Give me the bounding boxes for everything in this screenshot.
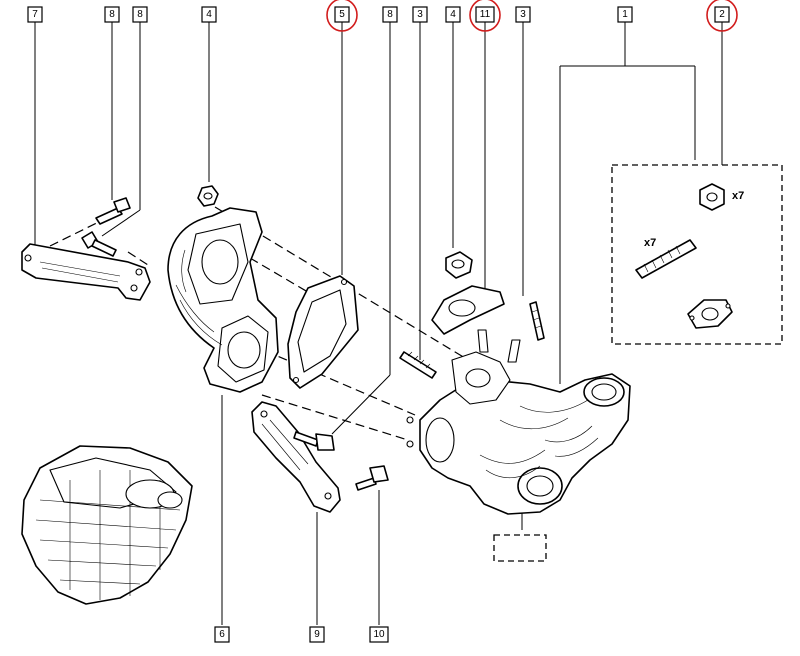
- svg-text:5: 5: [339, 9, 345, 20]
- heat-shield-part-11: [431, 285, 505, 335]
- svg-text:3: 3: [520, 9, 526, 20]
- kit-stud-icon: [635, 239, 697, 279]
- callout-1: 1: [617, 6, 633, 23]
- callout-6: 6: [214, 626, 230, 643]
- callout-3-b: 3: [515, 6, 531, 23]
- dashed-reference-box: [493, 534, 547, 562]
- exhaust-manifold-part-6: [167, 207, 279, 393]
- bolt-part-8-center: [293, 431, 335, 451]
- svg-text:4: 4: [450, 9, 456, 20]
- svg-text:10: 10: [373, 629, 385, 640]
- svg-text:8: 8: [109, 9, 115, 20]
- turbocharger-part-1: [406, 329, 631, 515]
- callout-11-highlight-ring: [469, 0, 501, 32]
- kit-nut-icon: [699, 183, 725, 211]
- kit-gasket-icon: [687, 299, 733, 329]
- callout-3-a: 3: [412, 6, 428, 23]
- svg-text:8: 8: [137, 9, 143, 20]
- callout-9: 9: [309, 626, 325, 643]
- svg-text:2: 2: [719, 9, 725, 20]
- svg-text:9: 9: [314, 629, 320, 640]
- svg-text:6: 6: [219, 629, 225, 640]
- stud-part-3-right: [529, 301, 545, 341]
- svg-text:11: 11: [480, 9, 491, 20]
- bracket-part-7: [21, 243, 151, 301]
- kit-panel-part-2: x7 x7: [611, 164, 783, 345]
- svg-text:7: 7: [32, 9, 38, 20]
- bolt-part-8-upper: [95, 197, 131, 225]
- bracket-part-9: [251, 401, 341, 513]
- kit-nut-quantity: x7: [732, 190, 744, 202]
- svg-text:8: 8: [387, 9, 393, 20]
- nut-part-4-right: [445, 251, 473, 279]
- callout-7: 7: [27, 6, 43, 23]
- engine-location-thumbnail: [21, 445, 193, 605]
- callout-2-highlight-ring: [706, 0, 738, 32]
- callout-8-a: 8: [104, 6, 120, 23]
- svg-text:1: 1: [622, 9, 628, 20]
- callout-5: 5: [326, 0, 358, 32]
- bolt-part-10: [355, 465, 389, 491]
- svg-text:3: 3: [417, 9, 423, 20]
- nut-part-4-left: [197, 185, 219, 207]
- callout-8-c: 8: [382, 6, 398, 23]
- kit-dashed-border: [611, 164, 783, 345]
- callout-2: 2: [706, 0, 738, 32]
- callout-10: 10: [369, 626, 389, 643]
- callout-4-a: 4: [201, 6, 217, 23]
- kit-stud-quantity: x7: [644, 237, 656, 249]
- callout-8-b: 8: [132, 6, 148, 23]
- callout-11: 11: [469, 0, 501, 32]
- callout-4-b: 4: [445, 6, 461, 23]
- callout-5-highlight-ring: [326, 0, 358, 32]
- gasket-part-5: [287, 275, 359, 389]
- stud-part-3-left: [399, 351, 437, 379]
- bolt-part-8-lower: [81, 231, 117, 257]
- leader-lines: [34, 22, 723, 625]
- svg-text:4: 4: [206, 9, 212, 20]
